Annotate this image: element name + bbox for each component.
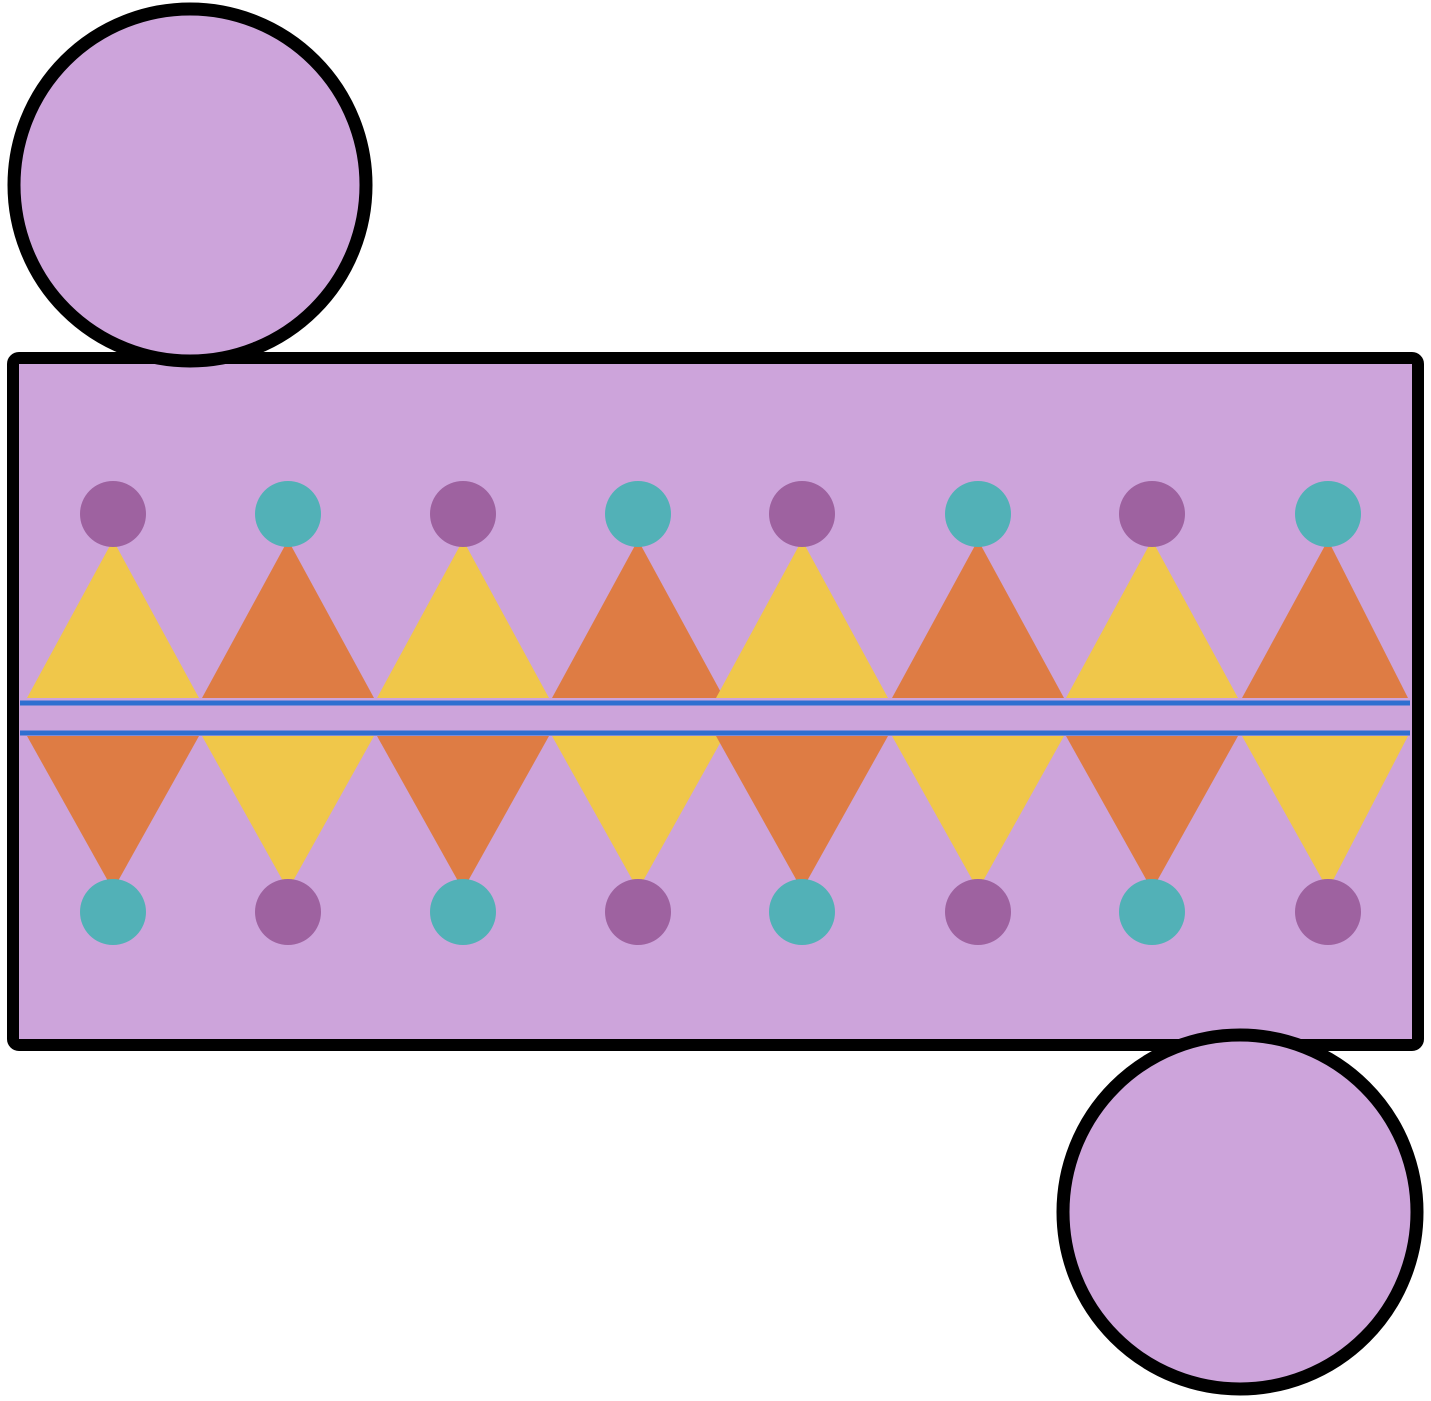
top-dot [430, 481, 496, 547]
top-dot [1119, 481, 1185, 547]
bottom-triangle [1066, 736, 1238, 890]
top-dot [255, 481, 321, 547]
bottom-triangle [552, 736, 724, 890]
top-triangle [892, 540, 1064, 698]
bottom-triangle [716, 736, 888, 890]
top-dot [769, 481, 835, 547]
bottom-base-circle [1056, 1028, 1424, 1396]
top-dot [605, 481, 671, 547]
bottom-dot [769, 879, 835, 945]
bottom-dot [1119, 879, 1185, 945]
top-dot [1295, 481, 1361, 547]
top-triangle [27, 540, 199, 698]
bottom-dot [1295, 879, 1361, 945]
bottom-triangle [27, 736, 199, 890]
triangle-band [27, 540, 1408, 890]
bottom-triangle [892, 736, 1064, 890]
top-base-circle [7, 2, 373, 368]
bottom-dot [255, 879, 321, 945]
top-triangle [202, 540, 374, 698]
top-triangle [377, 540, 549, 698]
top-triangle [1066, 540, 1238, 698]
bottom-triangle [1242, 736, 1408, 890]
bottom-dot [80, 879, 146, 945]
top-triangle [1242, 540, 1408, 698]
top-triangle [552, 540, 724, 698]
bottom-dot [430, 879, 496, 945]
bottom-triangle [377, 736, 549, 890]
bottom-dot [605, 879, 671, 945]
top-triangle [716, 540, 888, 698]
bottom-dot [945, 879, 1011, 945]
top-dot [80, 481, 146, 547]
dot-rows [80, 481, 1361, 945]
bottom-triangle [202, 736, 374, 890]
top-dot [945, 481, 1011, 547]
center-stripe [20, 700, 1410, 736]
